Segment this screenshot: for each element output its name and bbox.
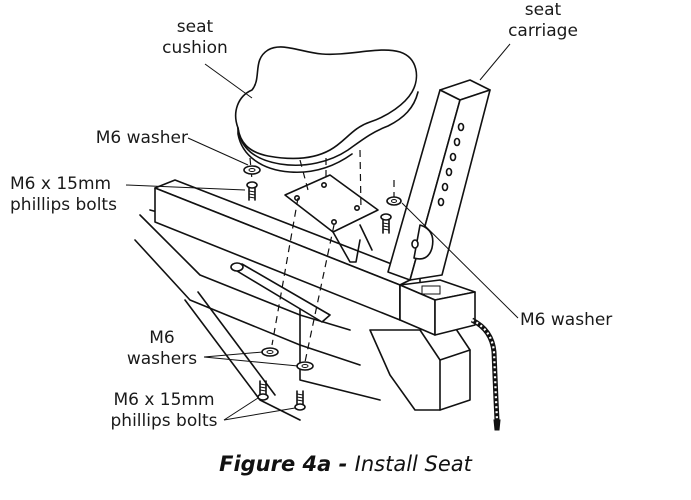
label-line: phillips bolts bbox=[10, 195, 117, 215]
label-line: M6 x 15mm bbox=[10, 174, 112, 194]
seat-carriage-post bbox=[387, 79, 491, 281]
bottom-support bbox=[299, 299, 471, 411]
figure-title: Install Seat bbox=[354, 452, 472, 476]
label-line: M6 x 15mm bbox=[113, 390, 215, 410]
label-line: phillips bolts bbox=[110, 411, 218, 431]
tension-cable bbox=[470, 317, 501, 431]
label-bolts-top: M6 x 15mm phillips bolts bbox=[10, 174, 117, 216]
label-seat-cushion: seat cushion bbox=[155, 17, 235, 59]
assembly-guides bbox=[249, 149, 395, 363]
label-line: M6 bbox=[149, 328, 175, 348]
label-m6-washer-left: M6 washer bbox=[70, 128, 188, 149]
label-line: carriage bbox=[508, 21, 578, 41]
figure-number: Figure 4a - bbox=[219, 452, 355, 476]
label-seat-carriage: seat carriage bbox=[493, 0, 593, 42]
label-washers-bottom: M6 washers bbox=[120, 328, 204, 370]
label-bolts-bottom: M6 x 15mm phillips bolts bbox=[100, 390, 228, 432]
label-line: seat bbox=[524, 0, 562, 20]
seat-cushion bbox=[234, 46, 419, 174]
hardware bbox=[243, 165, 402, 411]
label-line: M6 washer bbox=[95, 128, 188, 148]
label-line: washers bbox=[126, 349, 198, 369]
label-line: M6 washer bbox=[520, 310, 613, 330]
figure-caption: Figure 4a - Install Seat bbox=[0, 452, 691, 476]
label-line: cushion bbox=[162, 38, 228, 58]
leader-lines bbox=[125, 43, 519, 421]
cross-tube bbox=[399, 279, 476, 336]
label-line: seat bbox=[176, 17, 214, 37]
label-m6-washer-right: M6 washer bbox=[520, 310, 612, 331]
